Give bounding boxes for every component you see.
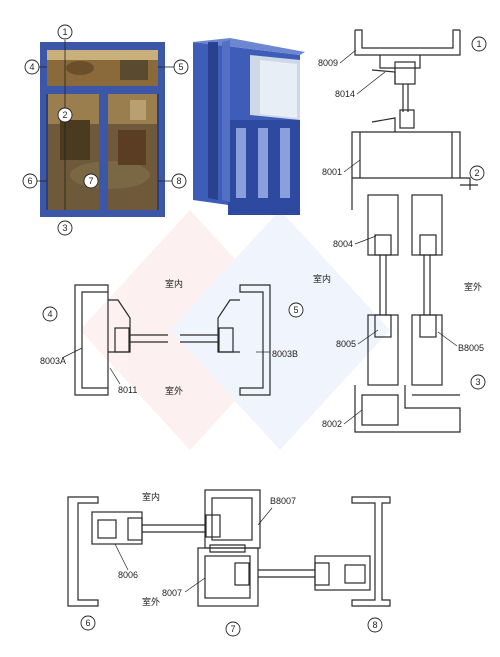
callout-4-text: 4 (29, 62, 34, 72)
mark-1-text: 1 (476, 39, 481, 49)
bottom-section-labels: 6 7 8 室内 室外 B8007 8006 8007 (80, 491, 383, 637)
callout-8-text: 8 (176, 176, 181, 186)
right-section-drawing (351, 29, 478, 433)
mark-8 (367, 617, 383, 633)
bottom-section-drawing (67, 489, 391, 607)
label-outdoor-bottom: 室外 (142, 596, 160, 607)
mark-7-text: 7 (230, 624, 235, 634)
mark-2-text: 2 (474, 168, 479, 178)
mark-5-text: 5 (293, 305, 298, 315)
mid-section-drawing (74, 284, 271, 396)
right-section-labels: 1 2 3 8009 8014 8001 8004 室内 室外 8005 B80… (313, 36, 487, 429)
callout-2 (57, 107, 73, 123)
window-photo (40, 42, 165, 217)
label-B8007: B8007 (270, 496, 296, 506)
photo-callouts: 1 4 5 2 6 7 8 3 (22, 24, 189, 236)
mid-section-labels: 4 5 室内 室外 8003A 8011 8003B (40, 278, 304, 396)
mark-2 (469, 165, 485, 181)
label-8004: 8004 (333, 239, 353, 249)
callout-1-text: 1 (62, 27, 67, 37)
label-B8005: B8005 (458, 343, 484, 353)
mark-3 (470, 374, 486, 390)
callout-7-text: 7 (88, 176, 93, 186)
label-8001: 8001 (322, 167, 342, 177)
label-indoor-mid: 室内 (165, 278, 183, 289)
label-8011: 8011 (118, 385, 137, 395)
callout-3-text: 3 (62, 223, 67, 233)
callout-6-text: 6 (27, 176, 32, 186)
mark-4 (42, 306, 58, 322)
mark-6 (80, 615, 96, 631)
label-8005: 8005 (336, 339, 356, 349)
callout-3 (57, 220, 73, 236)
label-8003A: 8003A (40, 356, 66, 366)
mark-5 (288, 302, 304, 318)
label-outdoor-mid: 室外 (165, 385, 183, 396)
label-8002: 8002 (322, 419, 342, 429)
callout-7 (83, 173, 99, 189)
mark-6-text: 6 (85, 618, 90, 628)
mark-3-text: 3 (475, 377, 480, 387)
mark-7 (225, 621, 241, 637)
label-8003B: 8003B (272, 349, 298, 359)
label-indoor-right: 室内 (313, 273, 331, 284)
profile-3d-render (193, 38, 305, 215)
label-outdoor-right: 室外 (464, 281, 482, 292)
callout-2-text: 2 (62, 110, 67, 120)
label-indoor-bottom: 室内 (142, 491, 160, 502)
watermark-logo (80, 210, 390, 450)
mark-8-text: 8 (372, 620, 377, 630)
callout-5-text: 5 (178, 62, 183, 72)
label-8006: 8006 (118, 570, 138, 580)
callout-1 (57, 24, 73, 40)
mark-4-text: 4 (47, 309, 52, 319)
label-8007: 8007 (162, 588, 182, 598)
mark-1 (471, 36, 487, 52)
label-8014: 8014 (335, 89, 355, 99)
label-8009: 8009 (318, 58, 338, 68)
